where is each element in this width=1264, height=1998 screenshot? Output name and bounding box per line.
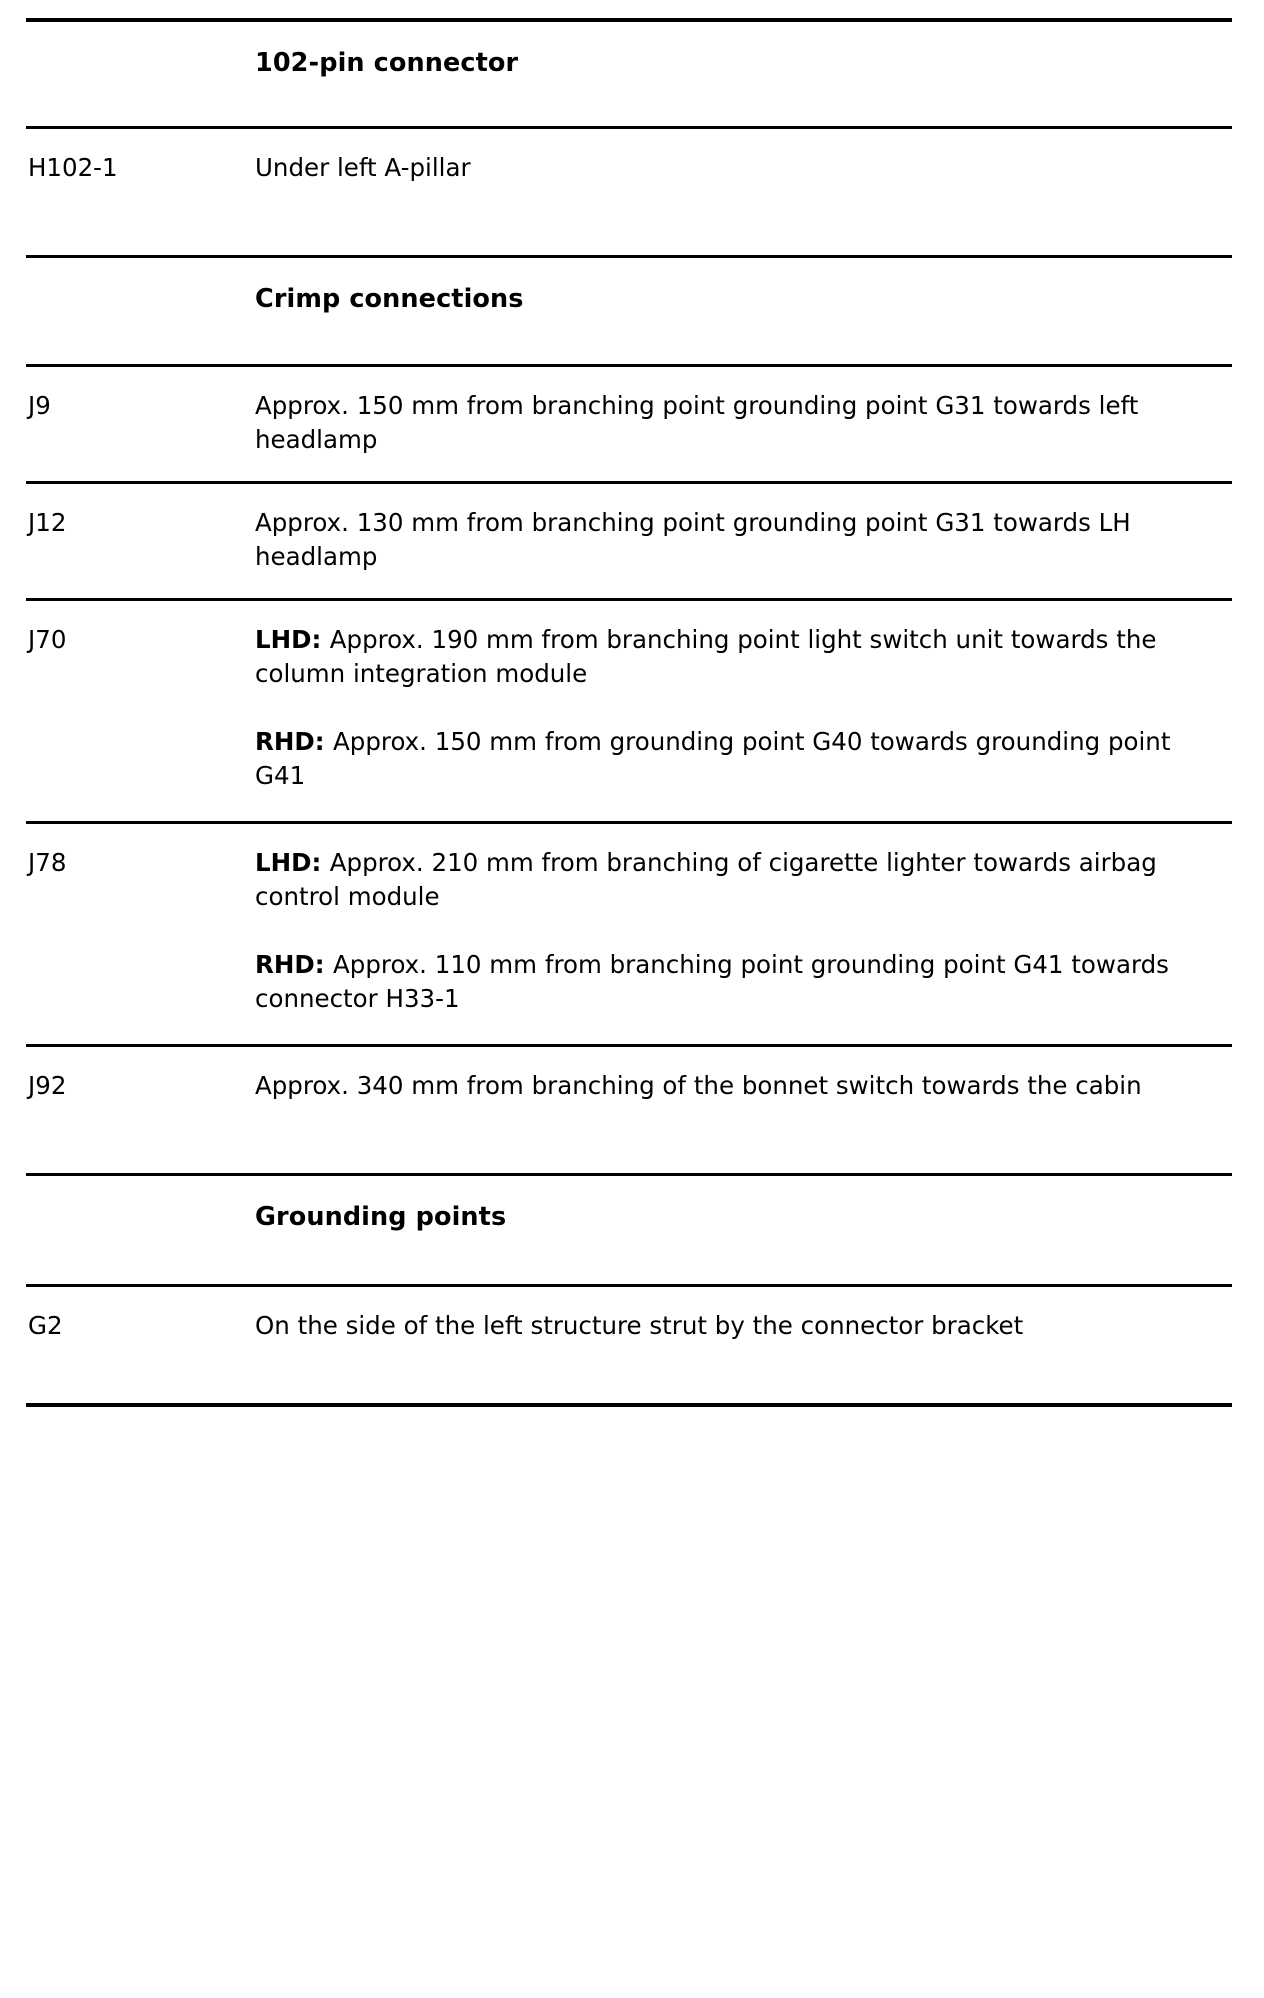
row-identifier: J78 [28,848,67,877]
table-top-rule [26,18,1232,22]
row-key-cell: J78 [26,824,255,908]
row-description-text: Approx. 340 mm from branching of the bon… [255,1071,1142,1100]
row-identifier: J12 [28,508,67,537]
section-title: Grounding points [255,1202,507,1232]
row-value-cell: Approx. 150 mm from branching point grou… [255,367,1232,481]
row-key-cell: J70 [26,601,255,685]
row-rule [26,598,1232,601]
row-description-lhd: LHD: Approx. 210 mm from branching of ci… [255,846,1182,914]
row-value-cell: Under left A-pillar [255,129,1232,255]
row-identifier: J9 [28,391,51,420]
row-description: Approx. 150 mm from branching point grou… [255,389,1182,457]
section-header-grounding-points: Grounding points [26,1176,1232,1284]
table-row: G2 On the side of the left structure str… [26,1287,1232,1403]
row-description-text: Approx. 110 mm from branching point grou… [255,950,1169,1013]
table-row: J70 LHD: Approx. 190 mm from branching p… [26,601,1232,821]
row-value-cell: LHD: Approx. 190 mm from branching point… [255,601,1232,821]
row-description: On the side of the left structure strut … [255,1309,1182,1343]
row-value-cell: Approx. 340 mm from branching of the bon… [255,1047,1232,1173]
row-identifier: J92 [28,1071,67,1100]
table-row: H102-1 Under left A-pillar [26,129,1232,255]
row-identifier: J70 [28,625,67,654]
row-key-cell: J12 [26,484,255,564]
row-rule [26,126,1232,129]
drive-side-label-lhd: LHD: [255,848,330,877]
row-description-text: On the side of the left structure strut … [255,1311,1024,1340]
row-key-cell: J9 [26,367,255,447]
table-row: J9 Approx. 150 mm from branching point g… [26,367,1232,481]
row-description-rhd: RHD: Approx. 150 mm from grounding point… [255,725,1182,793]
section-header-value-cell: Grounding points [255,1176,1232,1232]
row-rule [26,1044,1232,1047]
section-header-crimp-connections: Crimp connections [26,258,1232,364]
table-row: J12 Approx. 130 mm from branching point … [26,484,1232,598]
row-description-text: Approx. 190 mm from branching point ligh… [255,625,1157,688]
drive-side-label-rhd: RHD: [255,727,334,756]
row-description-text: Approx. 130 mm from branching point grou… [255,508,1131,571]
row-rule [26,364,1232,367]
row-rule [26,481,1232,484]
row-description-text: Approx. 150 mm from grounding point G40 … [255,727,1171,790]
row-value-cell: LHD: Approx. 210 mm from branching of ci… [255,824,1232,1044]
row-rule [26,1173,1232,1176]
row-description-text: Under left A-pillar [255,153,471,182]
section-header-value-cell: Crimp connections [255,258,1232,314]
row-description-lhd: LHD: Approx. 190 mm from branching point… [255,623,1182,691]
component-location-table: 102-pin connector H102-1 Under left A-pi… [26,18,1232,1407]
drive-side-label-rhd: RHD: [255,950,334,979]
row-value-cell: On the side of the left structure strut … [255,1287,1232,1403]
row-key-cell: H102-1 [26,129,255,255]
section-header-connector-102-pin: 102-pin connector [26,22,1232,126]
section-title: Crimp connections [255,284,524,314]
row-rule [26,821,1232,824]
section-header-value-cell: 102-pin connector [255,22,1232,78]
row-description-text: Approx. 210 mm from branching of cigaret… [255,848,1157,911]
section-title: 102-pin connector [255,48,519,78]
row-identifier: H102-1 [28,153,118,182]
table-row: J92 Approx. 340 mm from branching of the… [26,1047,1232,1173]
table-bottom-rule [26,1403,1232,1407]
row-value-cell: Approx. 130 mm from branching point grou… [255,484,1232,598]
row-key-cell: G2 [26,1287,255,1403]
row-description-text: Approx. 150 mm from branching point grou… [255,391,1139,454]
row-description-rhd: RHD: Approx. 110 mm from branching point… [255,948,1182,1016]
row-rule [26,255,1232,258]
drive-side-label-lhd: LHD: [255,625,330,654]
row-description: Approx. 130 mm from branching point grou… [255,506,1182,574]
row-rule [26,1284,1232,1287]
row-key-cell: J92 [26,1047,255,1173]
row-description: Approx. 340 mm from branching of the bon… [255,1069,1182,1103]
table-row: J78 LHD: Approx. 210 mm from branching o… [26,824,1232,1044]
row-identifier: G2 [28,1311,63,1340]
row-description: Under left A-pillar [255,151,1182,185]
